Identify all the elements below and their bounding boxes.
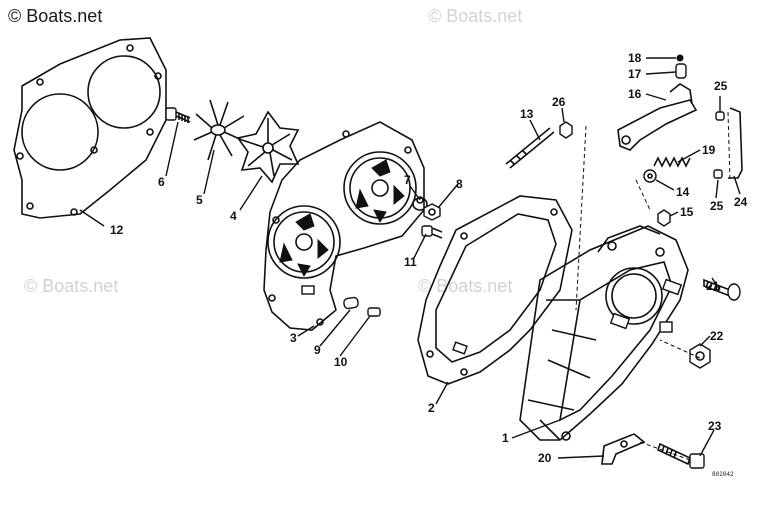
part-plate-3	[263, 121, 425, 331]
part-screw-6	[165, 107, 191, 123]
part-lever-16	[617, 83, 698, 151]
part-screw-14	[643, 169, 657, 183]
callout-22: 22	[710, 329, 724, 343]
part-nut-15	[657, 209, 671, 227]
callout-26: 26	[552, 95, 566, 109]
part-impeller-4	[236, 110, 300, 184]
callout-9: 9	[314, 343, 321, 357]
callout-11: 11	[404, 255, 417, 269]
part-washer-7	[412, 197, 428, 211]
drawing-code: 802042	[712, 471, 734, 478]
callout-25-bottom: 25	[710, 199, 724, 213]
callout-25-top: 25	[714, 79, 728, 93]
callout-17: 17	[628, 67, 642, 81]
alignment-lines	[575, 111, 731, 461]
part-gasket-12	[13, 37, 167, 219]
callout-2: 2	[428, 401, 435, 415]
callout-19: 19	[702, 143, 716, 157]
callout-10: 10	[334, 355, 348, 369]
part-stem-17	[675, 63, 687, 79]
callout-20: 20	[538, 451, 552, 465]
part-gasket-2	[417, 195, 573, 385]
part-rod-24	[728, 107, 743, 179]
part-screw-13	[505, 127, 555, 169]
watermark-mid-center: © Boats.net	[418, 276, 513, 296]
callout-14: 14	[676, 185, 690, 199]
leader-lines	[79, 57, 741, 459]
callout-12: 12	[110, 223, 124, 237]
part-pin-9	[343, 296, 359, 310]
part-screw-11	[421, 225, 443, 239]
part-fitting-25a	[715, 111, 725, 121]
part-screw-21	[703, 278, 741, 301]
callout-13: 13	[520, 107, 534, 121]
callout-15: 15	[680, 205, 694, 219]
callout-16: 16	[628, 87, 642, 101]
watermark-mid-left: © Boats.net	[24, 276, 119, 296]
part-housing-1	[519, 225, 689, 441]
callout-24: 24	[734, 195, 748, 209]
part-clip-18	[676, 54, 684, 62]
callout-23: 23	[708, 419, 722, 433]
part-spring-19	[653, 156, 691, 168]
callout-18: 18	[628, 51, 642, 65]
part-screw-10	[367, 307, 381, 317]
callout-1: 1	[502, 431, 509, 445]
callout-8: 8	[456, 177, 463, 191]
part-nut-26	[559, 121, 573, 139]
callout-4: 4	[230, 209, 237, 223]
callout-3: 3	[290, 331, 297, 345]
callout-5: 5	[196, 193, 203, 207]
part-bracket-20	[601, 433, 646, 465]
callout-6: 6	[158, 175, 165, 189]
callout-21: 21	[706, 279, 720, 293]
part-nut-8	[423, 203, 441, 221]
part-impeller-5	[193, 99, 245, 161]
part-bolt-23	[657, 442, 705, 469]
watermark-top-center: © Boats.net	[428, 6, 523, 26]
part-fitting-25b	[713, 169, 723, 179]
part-nut-22	[689, 343, 711, 369]
callout-7: 7	[404, 173, 411, 187]
watermark-top-left: © Boats.net	[8, 6, 103, 26]
